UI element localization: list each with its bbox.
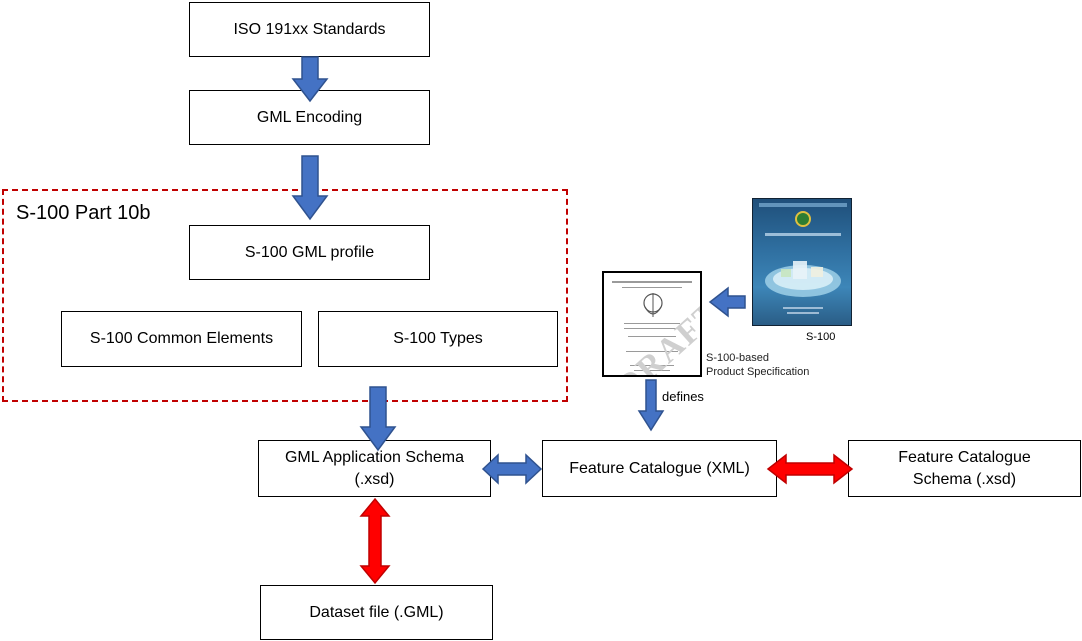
common-elements-label: S-100 Common Elements <box>89 330 274 347</box>
common-elements-box: S-100 Common Elements <box>61 311 302 367</box>
s100-part-10b-group <box>2 189 568 402</box>
gml-encoding-label: GML Encoding <box>256 108 363 126</box>
product-spec-label-line1: S-100-based <box>706 352 769 364</box>
arrow-app-schema-feature-catalogue <box>481 453 543 485</box>
s100-document-icon: DRAFT <box>602 271 702 377</box>
arrow-gml-to-profile <box>291 155 329 221</box>
gml-profile-box: S-100 GML profile <box>189 225 430 280</box>
fc-schema-label-line2: Schema (.xsd) <box>912 470 1017 488</box>
gml-application-schema-box: GML Application Schema (.xsd) <box>258 440 491 497</box>
cover-caption: S-100 <box>806 331 836 343</box>
dataset-box: Dataset file (.GML) <box>260 585 493 640</box>
fc-schema-label-line1: Feature Catalogue <box>898 448 1031 466</box>
fc-schema-box: Feature Catalogue Schema (.xsd) <box>848 440 1081 497</box>
app-schema-label-line2: (.xsd) <box>354 470 395 488</box>
iso-standards-label: ISO 191xx Standards <box>233 20 386 38</box>
gml-profile-label: S-100 GML profile <box>244 243 375 261</box>
arrow-group-to-app-schema <box>359 386 397 452</box>
crest-icon <box>643 293 663 317</box>
cover-illustration <box>759 203 847 314</box>
arrow-feature-catalogue-fc-schema <box>766 453 854 485</box>
arrow-iso-to-gml <box>291 56 329 103</box>
defines-label: defines <box>662 389 704 404</box>
s100-book-cover-icon <box>752 198 852 326</box>
arrow-document-defines <box>637 379 665 432</box>
app-schema-label-line1: GML Application Schema <box>284 448 465 466</box>
arrow-app-schema-dataset <box>359 497 391 585</box>
arrow-cover-to-document <box>708 286 746 318</box>
feature-catalogue-box: Feature Catalogue (XML) <box>542 440 777 497</box>
feature-catalogue-label: Feature Catalogue (XML) <box>569 459 750 477</box>
types-label: S-100 Types <box>393 330 483 347</box>
iso-standards-box: ISO 191xx Standards <box>189 2 430 57</box>
product-spec-label-line2: Product Specification <box>706 366 810 378</box>
dataset-label: Dataset file (.GML) <box>309 603 444 621</box>
types-box: S-100 Types <box>318 311 558 367</box>
group-label: S-100 Part 10b <box>16 202 151 224</box>
